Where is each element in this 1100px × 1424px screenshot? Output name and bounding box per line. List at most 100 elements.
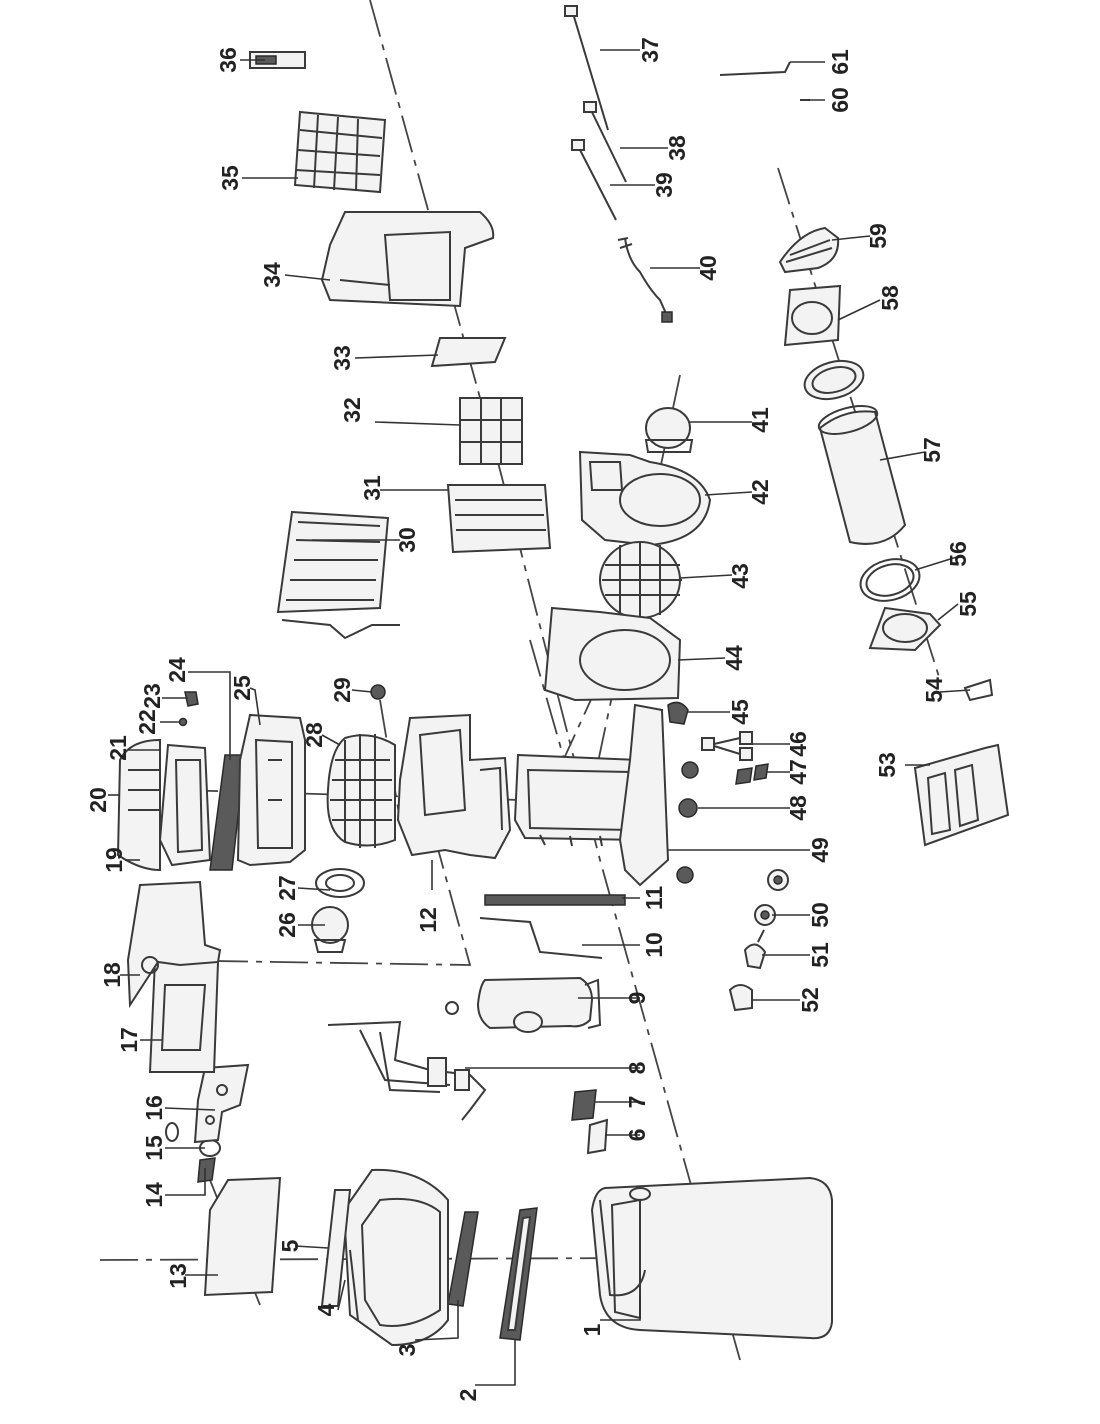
- callout-22: 22: [134, 709, 160, 735]
- part-13-back-plate: [203, 1176, 282, 1297]
- callout-13: 13: [165, 1263, 191, 1289]
- callout-2: 2: [455, 1389, 481, 1402]
- part-25-duct: [236, 713, 306, 867]
- leader-lines: [108, 49, 971, 1386]
- callout-32: 32: [339, 397, 365, 423]
- callout-36: 36: [215, 47, 241, 73]
- callout-9: 9: [624, 992, 650, 1005]
- callout-35: 35: [217, 165, 243, 191]
- callout-26: 26: [274, 912, 300, 938]
- assembly-axis-lines: [99, 0, 941, 1361]
- part-54-bracket: [963, 678, 994, 702]
- part-17-electrical-box: [148, 958, 220, 1073]
- part-44-fan-housing: [543, 606, 682, 702]
- part-61-drain-tube: [719, 61, 791, 76]
- part-38-rod: [583, 101, 627, 183]
- part-20-louver: [128, 769, 160, 811]
- part-28-cross-flow-fan: [326, 734, 396, 848]
- callout-57: 57: [919, 437, 945, 463]
- callout-1: 1: [579, 1323, 605, 1336]
- callout-44: 44: [721, 645, 747, 671]
- part-40-power-cord: [617, 237, 673, 323]
- callout-15: 15: [141, 1135, 167, 1161]
- part-30-evaporator: [276, 510, 400, 640]
- callout-42: 42: [747, 479, 773, 505]
- callout-40: 40: [695, 255, 721, 281]
- callout-60: 60: [827, 87, 853, 113]
- callout-43: 43: [727, 563, 753, 589]
- callout-46: 46: [785, 731, 811, 757]
- callout-8: 8: [624, 1061, 650, 1074]
- callout-19: 19: [101, 847, 127, 873]
- callout-14: 14: [141, 1182, 167, 1208]
- callout-52: 52: [797, 987, 823, 1013]
- callout-61: 61: [827, 49, 853, 75]
- part-27-motor-ring: [315, 868, 365, 898]
- part-16-control-board: [193, 1063, 250, 1144]
- callout-labels: 1 2 3 4 5 6 7 8 9 10 11 12 13 14 15 16 1…: [85, 37, 981, 1401]
- part-18-box-cover: [126, 880, 222, 1009]
- callout-24: 24: [164, 657, 190, 683]
- part-41-blower-motor: [644, 407, 694, 453]
- callout-31: 31: [359, 475, 385, 501]
- part-49-base-chassis: [618, 703, 699, 887]
- callout-59: 59: [865, 223, 891, 249]
- part-10-pipe: [479, 917, 603, 959]
- callout-20: 20: [85, 787, 111, 813]
- callout-51: 51: [807, 942, 833, 968]
- callout-11: 11: [641, 886, 667, 911]
- callout-49: 49: [807, 837, 833, 863]
- part-31-grille: [446, 484, 552, 554]
- part-3-display-strip: [447, 1211, 479, 1307]
- part-34-back-cover: [320, 211, 495, 308]
- callout-56: 56: [945, 541, 971, 567]
- part-53-drain-panel: [913, 743, 1010, 847]
- callout-28: 28: [301, 722, 327, 748]
- part-42-volute: [578, 450, 712, 547]
- part-57-exhaust-hose: [817, 405, 907, 545]
- part-8-piping: [327, 1020, 487, 1121]
- callout-47: 47: [785, 759, 811, 785]
- callout-25: 25: [229, 675, 255, 701]
- callout-4: 4: [313, 1303, 339, 1316]
- callout-41: 41: [747, 407, 773, 433]
- callout-27: 27: [274, 875, 300, 901]
- part-43-centrifugal-fan: [599, 541, 682, 619]
- part-33-cover-plate: [430, 337, 507, 368]
- callout-10: 10: [641, 932, 667, 958]
- callout-6: 6: [624, 1129, 650, 1142]
- callout-33: 33: [329, 345, 355, 371]
- callout-17: 17: [116, 1027, 142, 1053]
- callout-50: 50: [807, 902, 833, 928]
- part-47-clips: [735, 763, 769, 785]
- callout-5: 5: [277, 1239, 303, 1252]
- part-12-middle-frame: [396, 713, 512, 860]
- part-21-outlet-frame: [158, 743, 212, 867]
- callout-55: 55: [955, 591, 981, 617]
- part-4-front-frame: [342, 1168, 449, 1347]
- callout-58: 58: [877, 285, 903, 311]
- part-55-flange: [868, 606, 942, 652]
- part-7-small-board: [571, 1089, 597, 1121]
- callout-30: 30: [394, 527, 420, 553]
- callout-45: 45: [727, 699, 753, 725]
- callout-21: 21: [105, 735, 131, 761]
- callout-3: 3: [394, 1344, 420, 1357]
- callout-16: 16: [141, 1095, 167, 1121]
- callout-23: 23: [139, 683, 165, 709]
- part-35-rear-filter: [293, 110, 387, 194]
- callout-37: 37: [637, 37, 663, 63]
- part-5-thin-panel: [320, 1189, 352, 1307]
- part-11-bar: [484, 894, 626, 906]
- part-14-terminal: [197, 1157, 216, 1183]
- part-22-screw: [178, 717, 188, 727]
- callout-38: 38: [664, 135, 690, 161]
- part-50-wheels: [754, 869, 789, 926]
- callout-54: 54: [921, 677, 947, 703]
- part-26-motor: [311, 906, 349, 953]
- callout-39: 39: [651, 172, 677, 198]
- part-9-compressor: [445, 976, 602, 1033]
- callout-48: 48: [785, 795, 811, 821]
- part-24-filter: [209, 754, 246, 871]
- callout-29: 29: [329, 677, 355, 703]
